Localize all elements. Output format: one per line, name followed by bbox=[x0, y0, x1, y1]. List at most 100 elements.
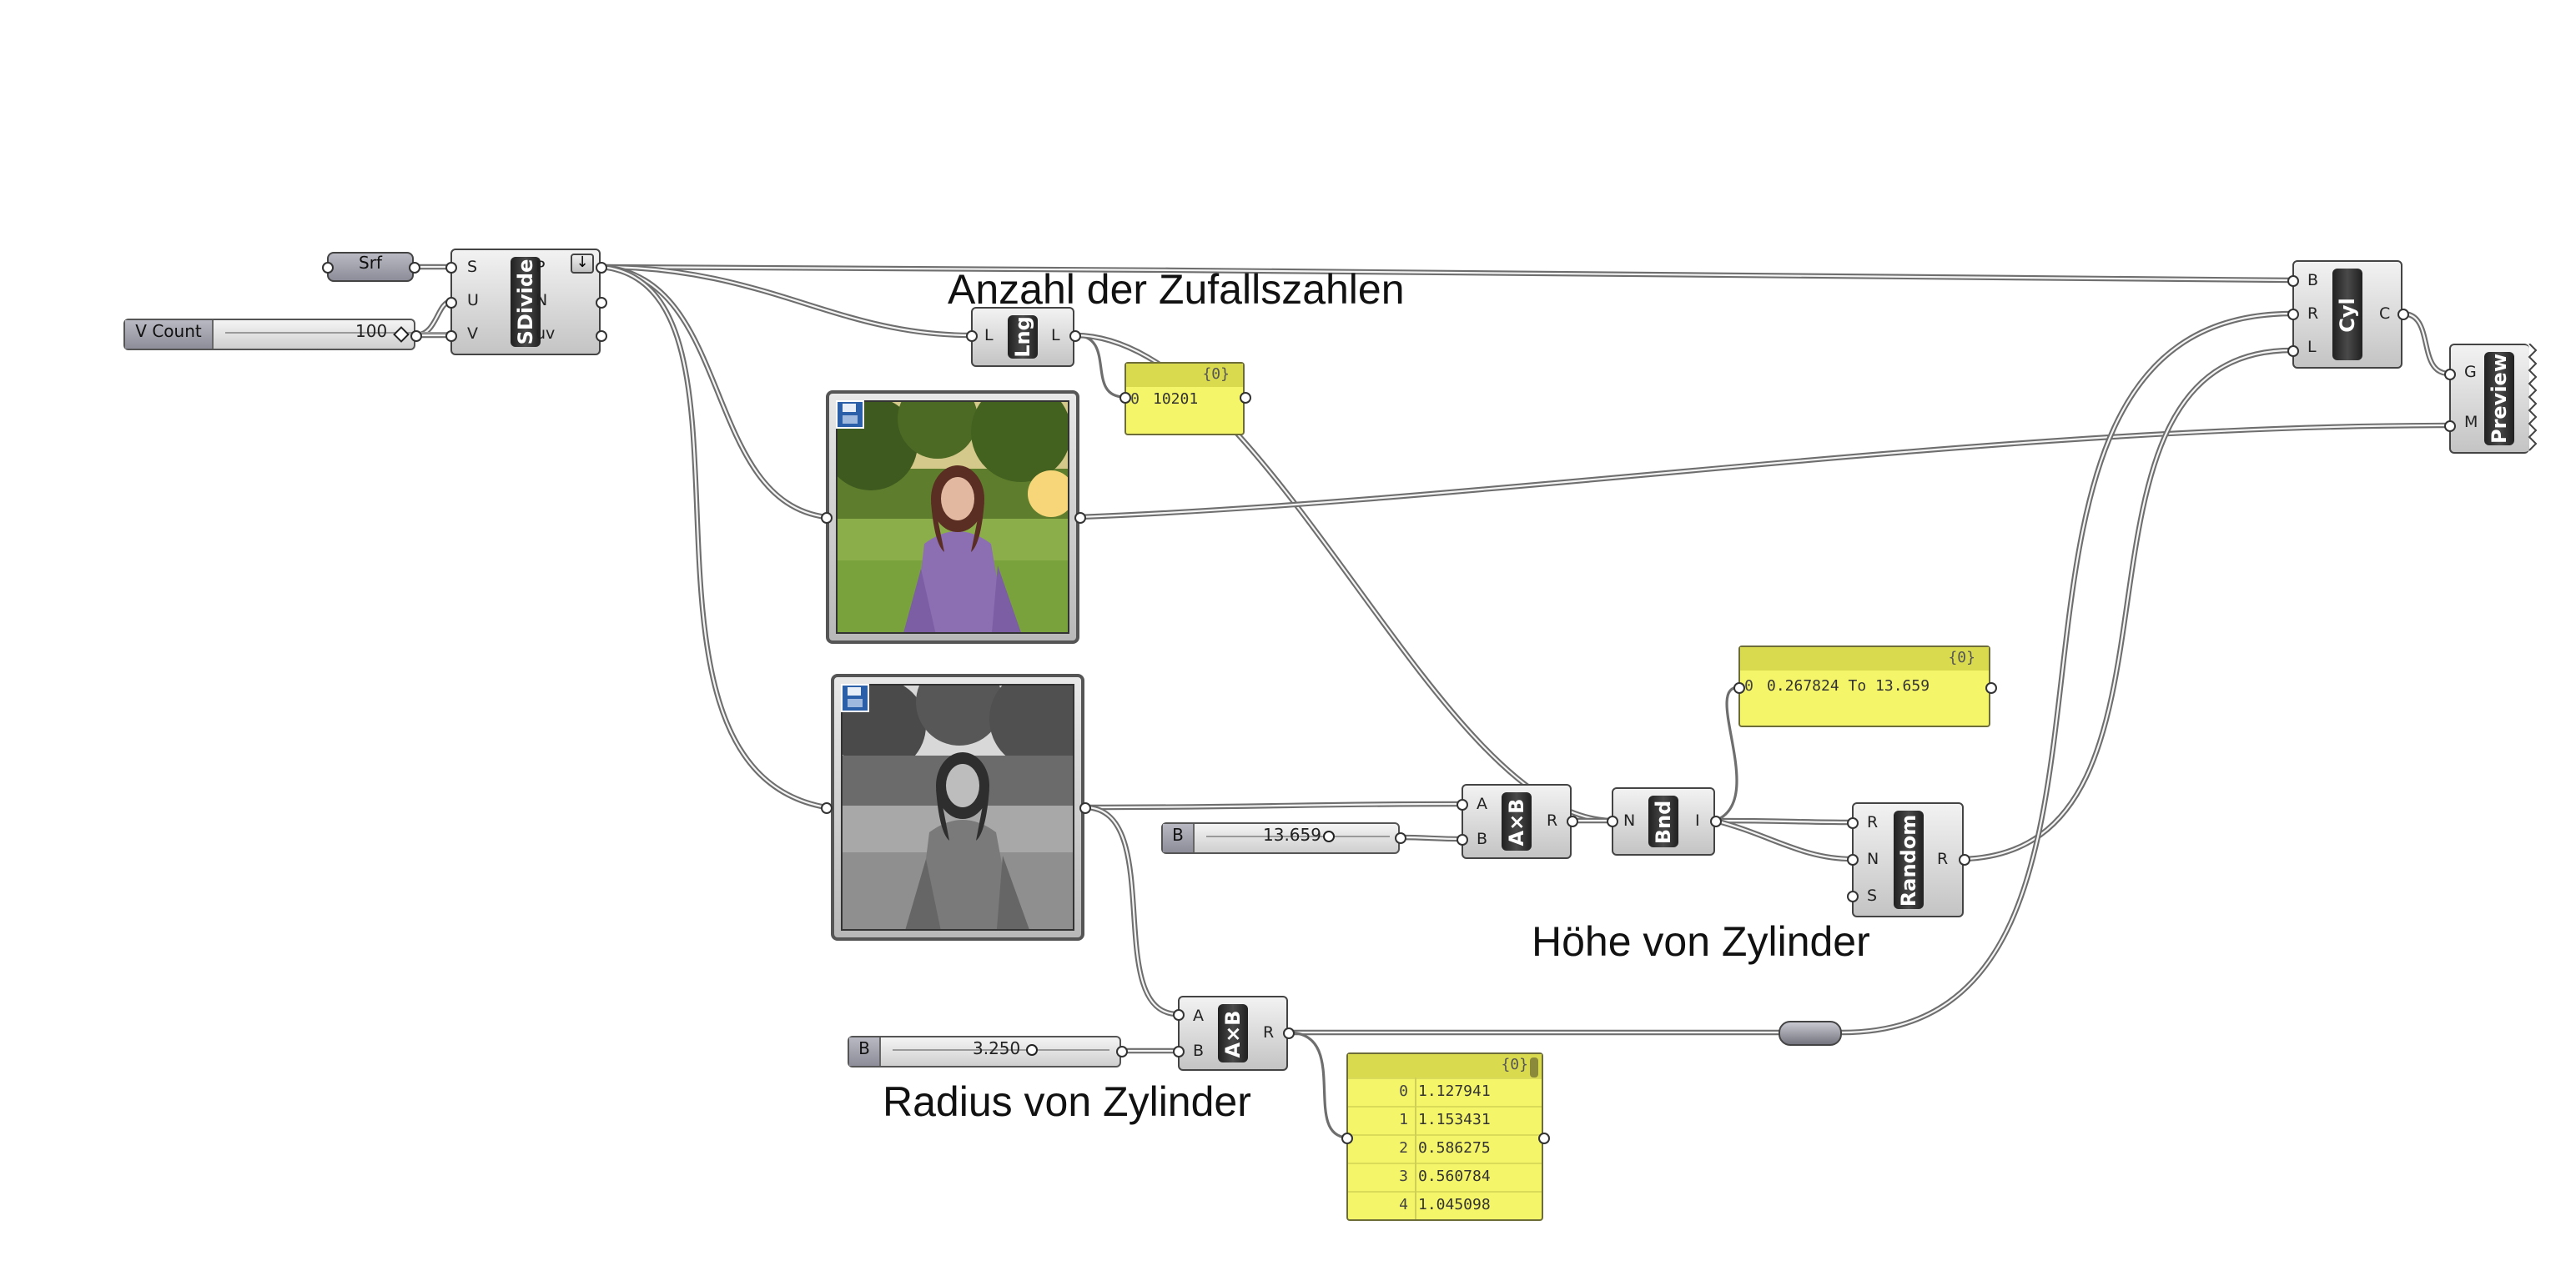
sdivide-output-p[interactable]: P bbox=[536, 259, 546, 277]
arrow-down-icon[interactable]: ↓ bbox=[571, 254, 594, 274]
port-grip[interactable] bbox=[321, 261, 333, 273]
height-slider-handle[interactable] bbox=[1323, 831, 1335, 842]
random-input-n[interactable]: N bbox=[1867, 851, 1879, 869]
preview-component[interactable]: Preview G M bbox=[2449, 344, 2529, 454]
port-grip[interactable] bbox=[2287, 344, 2298, 356]
port-grip[interactable] bbox=[1172, 1008, 1184, 1020]
port-grip[interactable] bbox=[595, 329, 606, 341]
bounds-output-i[interactable]: I bbox=[1695, 812, 1700, 831]
port-grip[interactable] bbox=[1985, 681, 1996, 693]
port-grip[interactable] bbox=[820, 511, 832, 523]
sdivide-input-s[interactable]: S bbox=[467, 259, 478, 277]
port-grip[interactable] bbox=[1709, 815, 1721, 826]
port-grip[interactable] bbox=[1846, 890, 1858, 902]
length-panel[interactable]: {0} 0 10201 bbox=[1124, 362, 1245, 435]
sdivide-input-v[interactable]: V bbox=[467, 325, 478, 344]
port-grip[interactable] bbox=[1119, 391, 1130, 403]
port-grip[interactable] bbox=[1846, 853, 1858, 865]
save-icon[interactable] bbox=[836, 400, 864, 429]
gray-image-component[interactable] bbox=[831, 674, 1084, 941]
port-grip[interactable] bbox=[2287, 308, 2298, 319]
port-grip[interactable] bbox=[2443, 419, 2455, 431]
radius-slider[interactable]: B 3.250 bbox=[848, 1036, 1121, 1067]
port-grip[interactable] bbox=[965, 329, 977, 341]
multiply-1-input-a[interactable]: A bbox=[1477, 796, 1487, 814]
bounds-component[interactable]: Bnd N I bbox=[1612, 787, 1715, 856]
port-grip[interactable] bbox=[2287, 274, 2298, 286]
srf-param[interactable]: Srf bbox=[327, 252, 414, 282]
multiply-2-input-a[interactable]: A bbox=[1193, 1007, 1204, 1026]
height-slider-track[interactable] bbox=[1206, 836, 1390, 837]
port-grip[interactable] bbox=[1394, 831, 1406, 843]
sdivide-input-u[interactable]: U bbox=[467, 292, 479, 310]
port-grip[interactable] bbox=[595, 261, 606, 273]
port-grip[interactable] bbox=[1115, 1045, 1127, 1057]
multiply-2-output-r[interactable]: R bbox=[1263, 1024, 1275, 1042]
port-grip[interactable] bbox=[1079, 801, 1090, 813]
preview-core: Preview bbox=[2483, 352, 2513, 445]
lng-output-l[interactable]: L bbox=[1051, 327, 1060, 345]
port-grip[interactable] bbox=[1606, 815, 1618, 826]
sdivide-component[interactable]: SDivide S U V P N uv ↓ bbox=[450, 249, 601, 355]
vcount-slider-handle[interactable] bbox=[393, 326, 410, 343]
port-grip[interactable] bbox=[1733, 681, 1744, 693]
multiply-1-input-b[interactable]: B bbox=[1477, 831, 1488, 849]
port-grip[interactable] bbox=[1456, 798, 1467, 810]
cylinder-input-r[interactable]: R bbox=[2307, 305, 2319, 324]
radius-slider-track[interactable] bbox=[893, 1049, 1109, 1051]
multiply-2-input-b[interactable]: B bbox=[1193, 1042, 1205, 1061]
panel-row-index: 4 bbox=[1399, 1198, 1408, 1214]
random-component[interactable]: Random R N S R bbox=[1852, 802, 1964, 917]
port-grip[interactable] bbox=[1074, 511, 1085, 523]
port-grip[interactable] bbox=[1537, 1132, 1549, 1143]
preview-input-m[interactable]: M bbox=[2464, 414, 2478, 432]
random-output-r[interactable]: R bbox=[1937, 851, 1949, 869]
port-grip[interactable] bbox=[1282, 1027, 1294, 1038]
domain-panel[interactable]: {0} 0 0.267824 To 13.659 bbox=[1738, 646, 1990, 727]
multiply-1-output-r[interactable]: R bbox=[1547, 812, 1558, 831]
sdivide-output-n[interactable]: N bbox=[536, 292, 548, 310]
lng-component[interactable]: Lng L L bbox=[971, 307, 1074, 367]
multiply-component-2[interactable]: A×B A B R bbox=[1178, 996, 1288, 1071]
port-grip[interactable] bbox=[595, 296, 606, 308]
save-icon[interactable] bbox=[841, 684, 869, 712]
cylinder-component[interactable]: Cyl B R L C bbox=[2292, 260, 2402, 369]
cylinder-output-c[interactable]: C bbox=[2379, 305, 2391, 324]
port-grip[interactable] bbox=[1069, 329, 1080, 341]
sdivide-output-uv[interactable]: uv bbox=[536, 325, 556, 344]
wire-img1-to-preview-highlight bbox=[1078, 424, 2451, 519]
port-grip[interactable] bbox=[1958, 853, 1970, 865]
port-grip[interactable] bbox=[1566, 815, 1577, 826]
height-slider[interactable]: B 13.659 bbox=[1161, 822, 1400, 854]
port-grip[interactable] bbox=[1341, 1132, 1352, 1143]
color-image-component[interactable] bbox=[826, 390, 1079, 644]
port-grip[interactable] bbox=[445, 261, 456, 273]
cylinder-input-b[interactable]: B bbox=[2307, 272, 2319, 290]
panel-scrollbar[interactable] bbox=[1530, 1057, 1538, 1078]
port-grip[interactable] bbox=[408, 261, 420, 273]
multiply-component-1[interactable]: A×B A B R bbox=[1462, 784, 1572, 859]
random-input-r[interactable]: R bbox=[1867, 814, 1879, 832]
port-grip[interactable] bbox=[410, 329, 421, 341]
port-grip[interactable] bbox=[2443, 368, 2455, 379]
port-grip[interactable] bbox=[820, 801, 832, 813]
cylinder-input-l[interactable]: L bbox=[2307, 339, 2317, 357]
port-grip[interactable] bbox=[1172, 1045, 1184, 1057]
port-grip[interactable] bbox=[2397, 308, 2408, 319]
vcount-slider[interactable]: V Count 100 bbox=[123, 319, 475, 350]
lng-input-l[interactable]: L bbox=[984, 327, 994, 345]
port-grip[interactable] bbox=[1846, 816, 1858, 828]
vcount-slider-track[interactable] bbox=[225, 332, 475, 334]
port-grip[interactable] bbox=[1239, 391, 1250, 403]
preview-input-g[interactable]: G bbox=[2464, 364, 2477, 382]
port-grip[interactable] bbox=[1456, 833, 1467, 845]
relay-grip[interactable] bbox=[1779, 1021, 1842, 1046]
port-grip[interactable] bbox=[445, 296, 456, 308]
port-grip[interactable] bbox=[445, 329, 456, 341]
random-input-s[interactable]: S bbox=[1867, 887, 1878, 906]
vcount-slider-value: 100 bbox=[355, 324, 388, 342]
bounds-input-n[interactable]: N bbox=[1623, 812, 1636, 831]
radius-slider-handle[interactable] bbox=[1026, 1044, 1038, 1056]
